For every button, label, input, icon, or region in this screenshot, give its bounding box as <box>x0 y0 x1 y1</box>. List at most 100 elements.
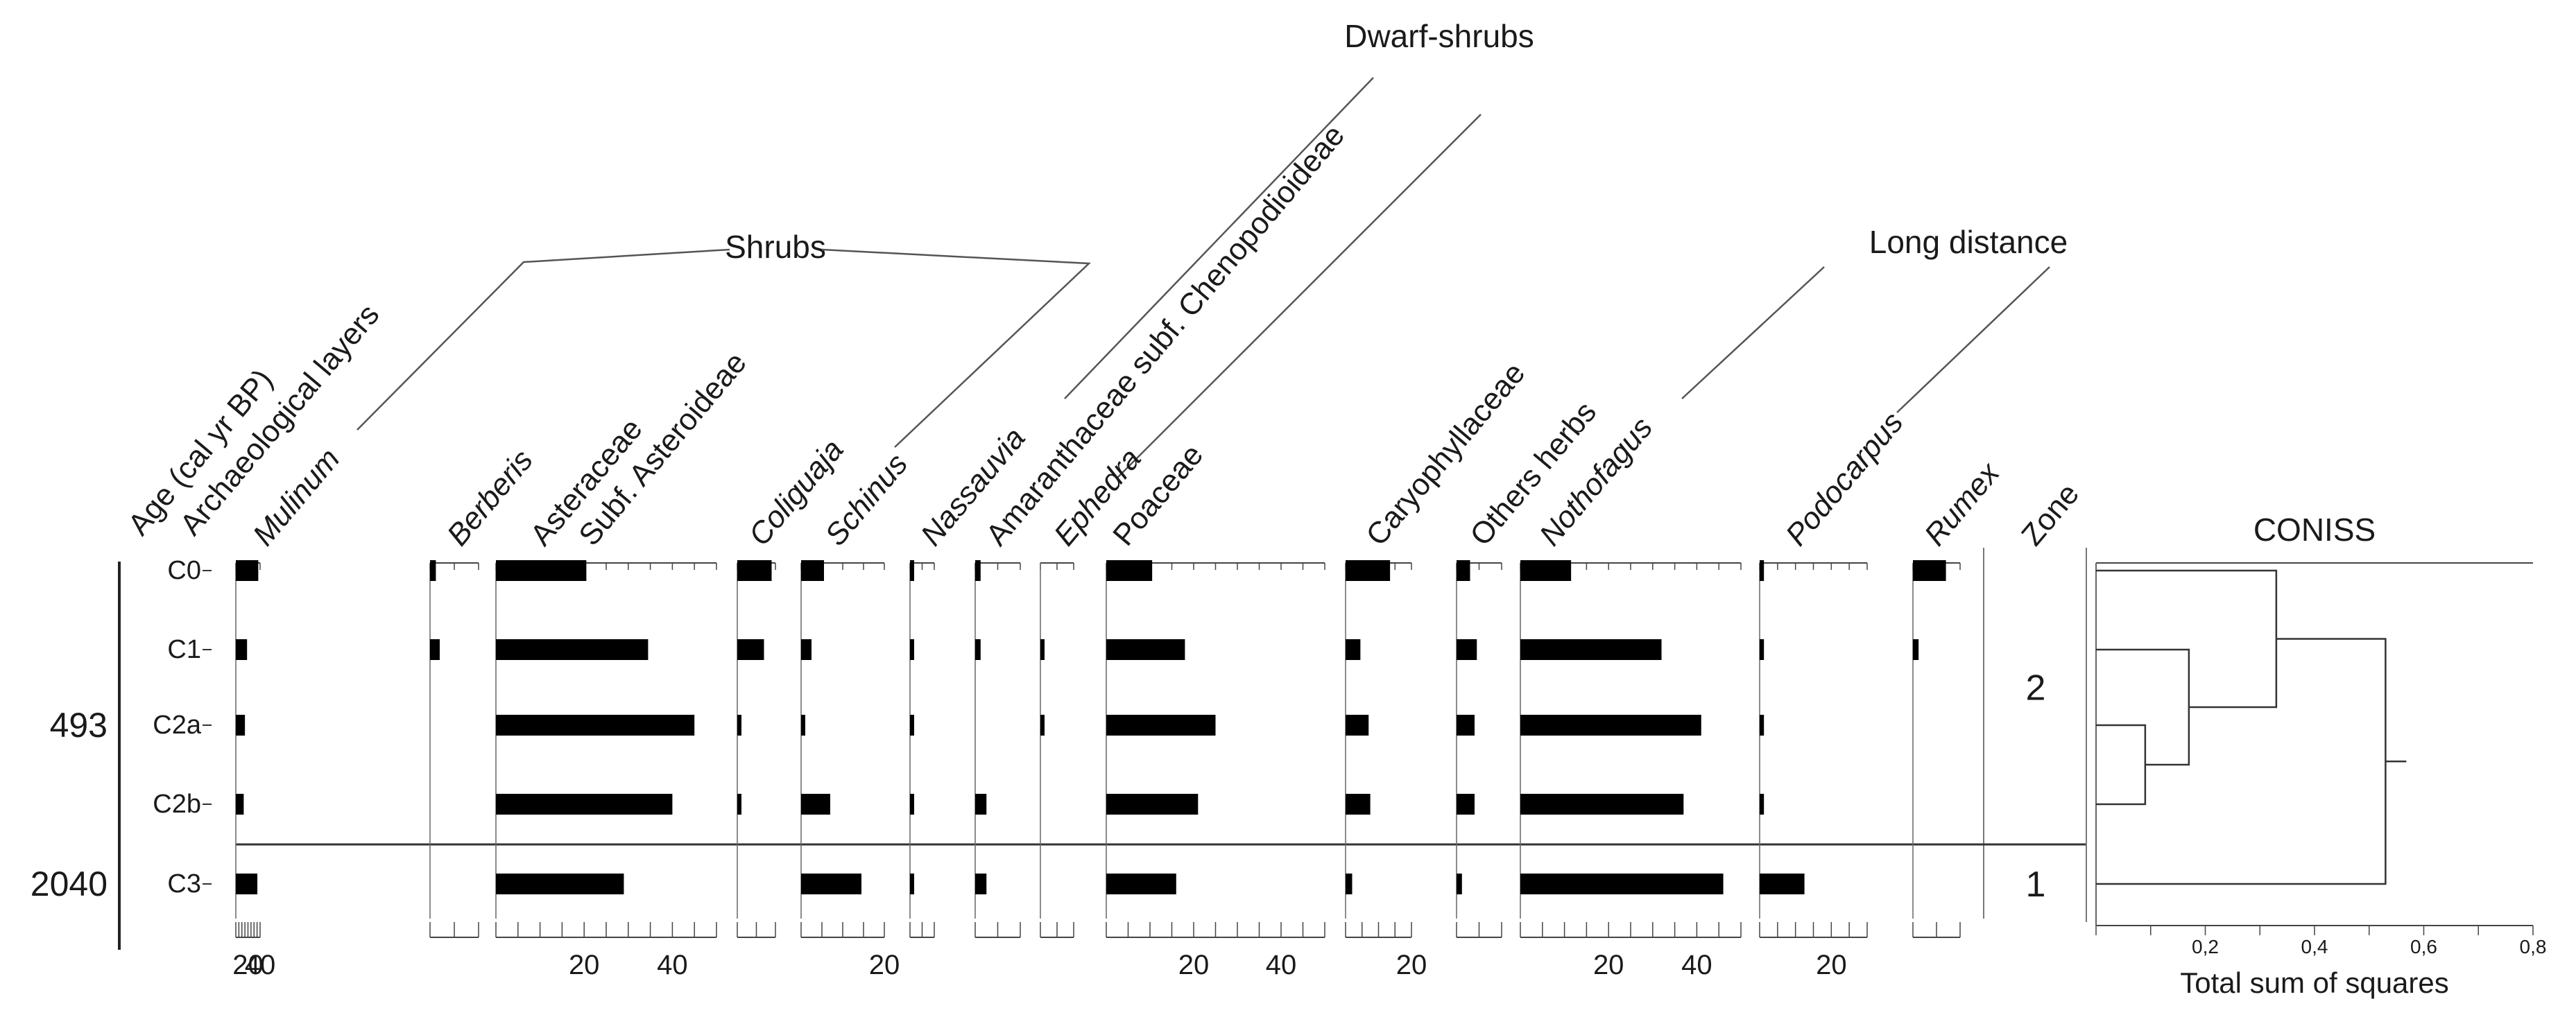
pollen-bar <box>1457 560 1470 581</box>
pollen-bar <box>801 794 830 815</box>
layer-label: C0 <box>167 556 201 585</box>
pollen-bar <box>1346 560 1391 581</box>
pollen-bar <box>910 794 914 815</box>
pollen-bar <box>975 560 981 581</box>
pollen-bar <box>910 560 914 581</box>
pollen-bar <box>975 639 981 660</box>
pollen-bar <box>1346 794 1371 815</box>
pollen-bar <box>1520 560 1572 581</box>
axis-tick-label: 20 <box>232 950 264 980</box>
pollen-bar <box>801 715 805 736</box>
pollen-bar <box>496 639 649 660</box>
axis-tick-label: 20 <box>1396 950 1427 980</box>
taxon-panel: Podocarpus 20 <box>1759 406 1910 980</box>
pollen-bar <box>910 639 914 660</box>
pollen-bar <box>496 874 624 894</box>
dendrogram-link <box>2096 724 2147 806</box>
pollen-bar <box>236 794 244 815</box>
group-label-dwarf-shrubs: Dwarf-shrubs <box>1344 18 1534 54</box>
axis-tick-label: 40 <box>657 950 688 980</box>
layer-label: C2b <box>153 790 201 819</box>
coniss-tick-label: 0,8 <box>2520 936 2547 957</box>
pollen-bar <box>1520 639 1662 660</box>
age-label: 493 <box>50 706 108 745</box>
coniss-tick-label: 0,6 <box>2410 936 2437 957</box>
layer-label: C2a <box>153 711 202 740</box>
dendrogram-link <box>2096 638 2387 885</box>
pollen-bar <box>975 794 987 815</box>
pollen-bar <box>910 874 914 894</box>
axis-tick-label: 40 <box>1681 950 1712 980</box>
zone-number: 2 <box>2026 668 2046 709</box>
pollen-bar <box>801 639 812 660</box>
pollen-bar <box>1106 639 1185 660</box>
pollen-bar <box>496 715 695 736</box>
group-long-distance: Long distance <box>1681 224 2068 413</box>
axis-tick-label: 20 <box>1178 950 1210 980</box>
pollen-bar <box>1346 639 1361 660</box>
pollen-bar <box>1040 639 1045 660</box>
layer-label: C1 <box>167 635 201 664</box>
pollen-bar <box>737 560 772 581</box>
pollen-bar <box>1457 715 1475 736</box>
age-label: 2040 <box>31 865 108 903</box>
group-label-long-distance: Long distance <box>1869 224 2068 260</box>
pollen-bar <box>1106 715 1216 736</box>
pollen-bar <box>236 874 258 894</box>
zone-label: Zone <box>2015 477 2086 552</box>
pollen-bar <box>1520 715 1701 736</box>
layer-label: C3 <box>167 869 201 899</box>
dendrogram-link <box>2096 648 2190 766</box>
group-shrubs: Shrubs <box>357 229 1091 448</box>
dendrogram-link <box>2096 569 2278 709</box>
pollen-bar <box>236 639 248 660</box>
axis-tick-label: 40 <box>1266 950 1297 980</box>
taxon-panel: Berberis <box>429 443 540 938</box>
taxon-name: Rumex <box>1918 455 2007 553</box>
group-bracket-dwarf-shrubs <box>1064 77 1482 479</box>
group-bracket-shrubs <box>357 248 1091 448</box>
taxon-name: Podocarpus <box>1779 406 1909 552</box>
pollen-bar <box>1760 715 1764 736</box>
pollen-bar <box>496 560 587 581</box>
pollen-bar <box>236 560 259 581</box>
pollen-bar <box>496 794 673 815</box>
group-label-shrubs: Shrubs <box>725 229 826 265</box>
pollen-bar <box>1520 874 1724 894</box>
group-bracket-long-distance <box>1681 266 2050 413</box>
pollen-bar <box>236 715 246 736</box>
pollen-bar <box>1106 794 1199 815</box>
zone-number: 1 <box>2026 865 2046 905</box>
pollen-bar <box>1457 874 1462 894</box>
pollen-bar <box>1457 639 1477 660</box>
taxon-panel: Coliguaja <box>737 433 850 938</box>
coniss-title: CONISS <box>2253 512 2376 548</box>
axis-tick-label: 40 <box>245 950 276 980</box>
pollen-bar <box>737 794 741 815</box>
axis-tick-label: 20 <box>1816 950 1847 980</box>
pollen-bar <box>801 560 824 581</box>
pollen-bar <box>1106 874 1176 894</box>
pollen-bar <box>1760 639 1764 660</box>
coniss-xlabel: Total sum of squares <box>2180 966 2449 999</box>
pollen-bar <box>975 874 987 894</box>
pollen-bar <box>1520 794 1684 815</box>
pollen-bar <box>430 560 436 581</box>
pollen-bar <box>737 639 764 660</box>
pollen-bar <box>430 639 440 660</box>
axis-tick-label: 20 <box>869 950 900 980</box>
pollen-bar <box>1040 715 1045 736</box>
pollen-bar <box>1913 639 1919 660</box>
axis-tick-label: 20 <box>569 950 600 980</box>
pollen-bar <box>910 715 914 736</box>
